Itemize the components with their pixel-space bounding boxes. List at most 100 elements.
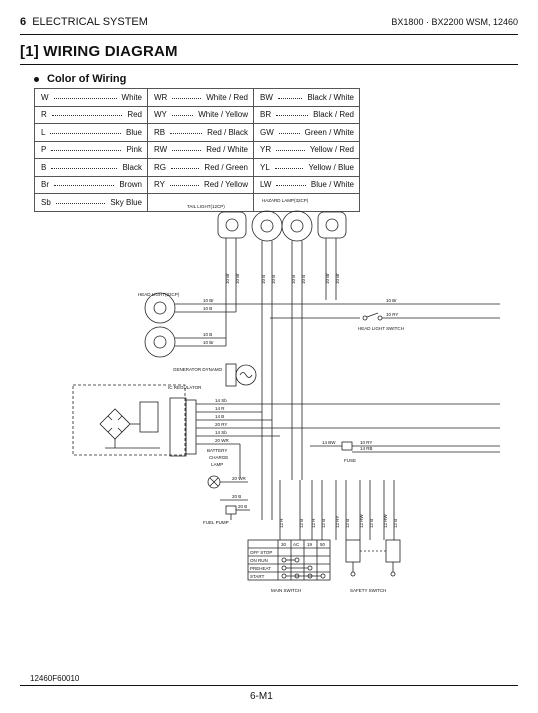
wire-label: 12 B xyxy=(299,519,304,528)
wire-color-code: W xyxy=(41,92,49,102)
leader-dots xyxy=(54,185,115,187)
wire-color-name: Sky Blue xyxy=(110,197,142,207)
model-info: BX1800 · BX2200 WSM, 12460 xyxy=(391,17,518,27)
main-switch-label: MAIN SWITCH xyxy=(271,588,301,593)
charge-label: CHARGE xyxy=(209,455,228,460)
leader-dots xyxy=(276,185,306,187)
wire-color-code: WR xyxy=(154,92,168,102)
head-light-lower xyxy=(144,326,176,358)
wire-label: 10 Br xyxy=(325,273,330,284)
wire-color-code: LW xyxy=(260,180,272,190)
wire-color-code: YR xyxy=(260,145,272,155)
head-light-switch-label: HEAD LIGHT SWITCH xyxy=(358,326,404,331)
color-row: W White WR White / Red BW Black / White xyxy=(34,88,360,107)
wire-label: 14 Sb xyxy=(215,398,227,403)
wire-label: 12 RY xyxy=(335,516,340,528)
chapter-heading: 6 ELECTRICAL SYSTEM xyxy=(20,16,148,28)
wire-label: 12 B xyxy=(369,519,374,528)
ms-header-30: 30 xyxy=(281,542,287,547)
leader-dots xyxy=(171,167,200,169)
wire-color-code: R xyxy=(41,110,47,120)
fuse-label: FUSE xyxy=(344,458,356,463)
main-switch-table xyxy=(247,539,331,581)
wire-color-name: Blue / White xyxy=(310,180,354,190)
wire-label: 14 B xyxy=(215,414,224,419)
wire-label: 14 RB xyxy=(360,446,373,451)
wire-label: 14 Sb xyxy=(215,430,227,435)
lamp-label: LAMP xyxy=(211,462,223,467)
color-row: Sb Sky Blue xyxy=(34,193,360,212)
wire-color-name: Black / Red xyxy=(313,110,354,120)
wire-label: 12 RW xyxy=(383,514,388,528)
hazard-lamp-right xyxy=(281,210,313,242)
wire-label: 10 Br xyxy=(225,273,230,284)
bullet-icon xyxy=(34,76,39,82)
leader-dots xyxy=(169,185,199,187)
wire-label: 10 B xyxy=(291,275,296,284)
color-of-wiring-title: Color of Wiring xyxy=(47,73,127,85)
wire-label: 12 B xyxy=(345,519,350,528)
fuse-symbol xyxy=(341,441,353,451)
leader-dots xyxy=(277,97,303,99)
page-header: 6 ELECTRICAL SYSTEM BX1800 · BX2200 WSM,… xyxy=(20,16,518,35)
leader-dots xyxy=(278,132,300,134)
color-cell: W White xyxy=(34,88,148,107)
wire-color-name: Black / White xyxy=(307,92,354,102)
wire-color-code: Sb xyxy=(41,197,51,207)
color-cell: L Blue xyxy=(34,123,148,142)
ic-regulator-label: IC REGULATOR xyxy=(168,385,202,390)
wire-color-name: Red / Black xyxy=(207,127,248,137)
wire-label: 10 B xyxy=(203,332,212,337)
charge-lamp-symbol xyxy=(207,475,221,489)
wire-color-name: Red / Green xyxy=(204,162,248,172)
wire-color-name: Blue xyxy=(125,127,142,137)
wire-label: 20 WR xyxy=(232,476,247,481)
wire-color-name: Pink xyxy=(126,145,142,155)
section-title: [1] WIRING DIAGRAM xyxy=(20,43,178,60)
regulator-connector xyxy=(169,397,187,457)
chapter-title: ELECTRICAL SYSTEM xyxy=(32,16,148,28)
tail-light-lamp xyxy=(217,211,247,239)
wire-color-name: Green / White xyxy=(304,127,354,137)
rectifier-bridge xyxy=(99,408,131,440)
leader-dots xyxy=(170,132,203,134)
color-cell: BW Black / White xyxy=(253,88,360,107)
wire-label: 14 R xyxy=(215,406,225,411)
wire-color-name: White / Red xyxy=(206,92,248,102)
wire-color-code: RY xyxy=(154,180,165,190)
battery-label: BATTERY xyxy=(207,448,227,453)
wire-color-name: White xyxy=(121,92,142,102)
color-cell: RB Red / Black xyxy=(147,123,254,142)
wire-color-code: BW xyxy=(260,92,273,102)
wire-color-code: B xyxy=(41,162,47,172)
ms-row-off: OFF STOP xyxy=(250,550,272,555)
wire-color-code: RB xyxy=(154,127,166,137)
wire-label: 20 WR xyxy=(215,438,230,443)
wire-color-code: RG xyxy=(154,162,166,172)
wire-color-code: BR xyxy=(260,110,272,120)
wire-label: 10 Br xyxy=(203,340,214,345)
leader-dots xyxy=(171,115,194,117)
wire-color-name: Brown xyxy=(119,180,142,190)
leader-dots xyxy=(51,167,118,169)
wire-label: 12 B xyxy=(393,519,398,528)
color-cell: YR Yellow / Red xyxy=(253,140,360,159)
leader-dots xyxy=(51,115,123,117)
leader-dots xyxy=(274,167,304,169)
wire-label: 10 RY xyxy=(386,312,398,317)
leader-dots xyxy=(51,150,122,152)
safety-switch-label: SAFETY SWITCH xyxy=(350,588,386,593)
leader-dots xyxy=(172,97,202,99)
wire-label: 10 Br xyxy=(203,298,214,303)
wire-color-name: Yellow / Red xyxy=(309,145,354,155)
ms-header-ac: AC xyxy=(293,542,300,547)
wire-label: 20 RY xyxy=(215,422,227,427)
wire-color-code: L xyxy=(41,127,46,137)
